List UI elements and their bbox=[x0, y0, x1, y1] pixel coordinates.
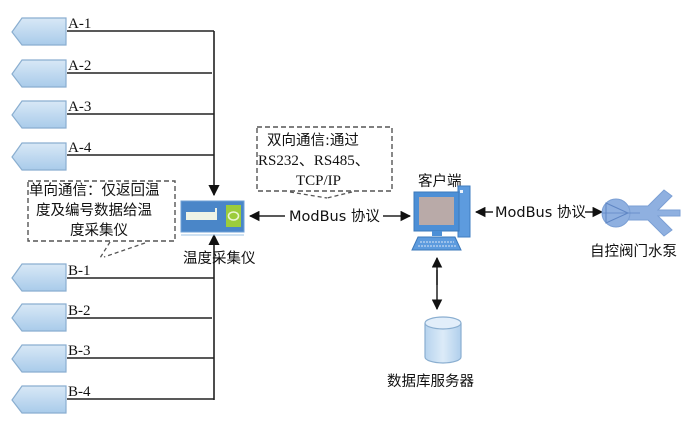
sensor-b-2: B-2 bbox=[11, 303, 212, 332]
link-collector-client: ModBus 协议 bbox=[248, 208, 412, 225]
sensor-label: B-3 bbox=[68, 343, 91, 359]
client-label: 客户端 bbox=[418, 173, 462, 190]
sensor-label: A-3 bbox=[68, 99, 91, 115]
modbus-label: ModBus 协议 bbox=[495, 204, 586, 221]
sensor-probe-icon bbox=[11, 344, 67, 373]
database-icon bbox=[424, 316, 462, 364]
sensor-label: B-2 bbox=[68, 303, 91, 319]
computer-icon bbox=[411, 185, 471, 251]
sensor-a-2: A-2 bbox=[11, 58, 212, 88]
sensor-a-1: A-1 bbox=[11, 16, 214, 46]
sensor-group-b: B-1 B-2 B-3 B-4 bbox=[11, 233, 220, 414]
collector-label: 温度采集仪 bbox=[183, 250, 256, 267]
database-server: 数据库服务器 bbox=[387, 316, 474, 390]
auto-valve-pump: 自控阀门水泵 bbox=[590, 189, 681, 260]
sensor-b-4: B-4 bbox=[11, 384, 214, 414]
sensor-probe-icon bbox=[11, 142, 67, 171]
sensor-a-3: A-3 bbox=[11, 99, 214, 129]
sensor-a-4: A-4 bbox=[11, 140, 214, 171]
svg-text:双向通信:通过: 双向通信:通过 bbox=[267, 132, 359, 149]
svg-text:度及编号数据给温: 度及编号数据给温 bbox=[36, 202, 152, 219]
client-computer: 客户端 bbox=[411, 173, 471, 251]
svg-text:RS232、RS485、: RS232、RS485、 bbox=[258, 153, 370, 169]
sensor-b-3: B-3 bbox=[11, 343, 214, 373]
sensor-probe-icon bbox=[11, 17, 67, 46]
sensor-label: A-1 bbox=[68, 16, 91, 32]
sensor-b-1: B-1 bbox=[11, 263, 214, 292]
link-client-pump: ModBus 协议 bbox=[474, 204, 604, 221]
sensor-label: B-4 bbox=[68, 384, 91, 400]
sensor-probe-icon bbox=[11, 385, 67, 414]
pump-label: 自控阀门水泵 bbox=[590, 243, 677, 260]
database-label: 数据库服务器 bbox=[387, 373, 474, 390]
sensor-probe-icon bbox=[11, 303, 67, 332]
svg-text:TCP/IP: TCP/IP bbox=[296, 173, 341, 189]
svg-text:单向通信：仅返回温: 单向通信：仅返回温 bbox=[29, 182, 160, 199]
sensor-label: A-2 bbox=[68, 58, 91, 74]
sensor-label: A-4 bbox=[68, 140, 92, 156]
sensor-probe-icon bbox=[11, 263, 67, 292]
pump-icon bbox=[601, 189, 681, 237]
sensor-probe-icon bbox=[11, 59, 67, 88]
svg-text:度采集仪: 度采集仪 bbox=[70, 222, 128, 239]
sensor-group-a: A-1 A-2 A-3 A-4 bbox=[11, 16, 220, 197]
two-way-note: 双向通信:通过 RS232、RS485、 TCP/IP bbox=[256, 126, 393, 199]
one-way-note: 单向通信：仅返回温 度及编号数据给温 度采集仪 bbox=[27, 180, 176, 259]
sensor-probe-icon bbox=[11, 100, 67, 129]
temperature-collector: 温度采集仪 bbox=[180, 200, 256, 267]
modbus-label: ModBus 协议 bbox=[289, 208, 380, 225]
sensor-label: B-1 bbox=[68, 263, 91, 279]
